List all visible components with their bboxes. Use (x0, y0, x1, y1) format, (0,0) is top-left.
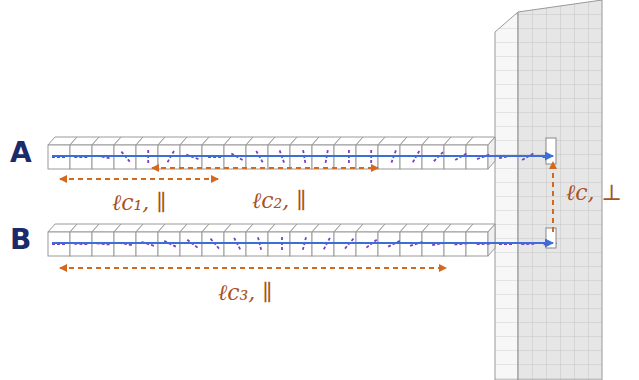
cube-row (48, 137, 557, 169)
beam-arrows (52, 156, 553, 243)
length-label: ℓc₁, ∥ (112, 190, 166, 216)
cube-row (48, 224, 557, 256)
length-label: ℓc₂, ∥ (252, 188, 306, 214)
wall-holes (546, 138, 556, 248)
row-label: A (10, 136, 32, 169)
length-arrows (60, 162, 553, 268)
length-label: ℓc, ⊥ (566, 180, 622, 206)
row-label: B (10, 223, 31, 256)
length-label: ℓc₃, ∥ (218, 280, 272, 306)
